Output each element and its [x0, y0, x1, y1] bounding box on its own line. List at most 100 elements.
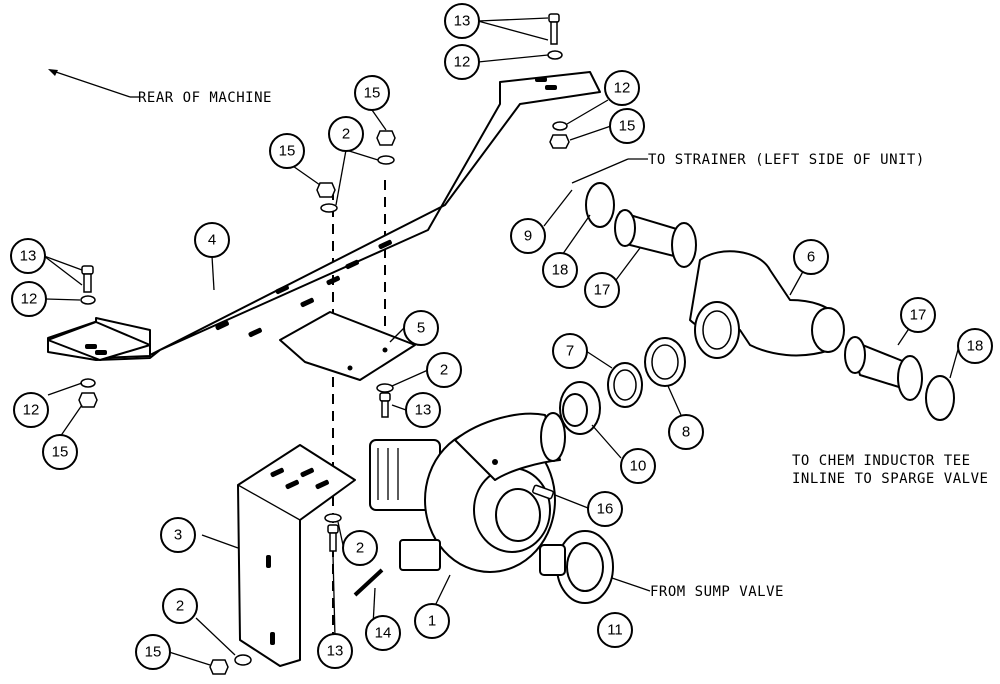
callout-12-top: 12: [444, 44, 480, 80]
callout-2-bottom: 2: [162, 588, 198, 624]
callout-leaders: [43, 17, 960, 666]
callout-label: 8: [682, 424, 690, 441]
callout-12-left: 12: [11, 281, 47, 317]
washer-part-2-left: [320, 203, 338, 213]
callout-4: 4: [194, 222, 230, 258]
callout-label: 12: [614, 80, 631, 97]
callout-label: 17: [910, 307, 927, 324]
callout-label: 17: [594, 282, 611, 299]
callout-7: 7: [552, 333, 588, 369]
callout-2-upper: 2: [328, 116, 364, 152]
callout-label: 4: [208, 232, 216, 249]
callout-label: 5: [417, 320, 425, 337]
callout-18-upper: 18: [542, 252, 578, 288]
bolt-part-13-bracket: [327, 524, 339, 552]
note-rear-of-machine: REAR OF MACHINE: [48, 69, 272, 106]
note-to-strainer: TO STRAINER (LEFT SIDE OF UNIT): [571, 152, 925, 184]
clamp-part-18-upper: [585, 182, 615, 228]
washer-part-2-bottom: [234, 654, 252, 666]
callout-2-middle: 2: [426, 352, 462, 388]
adapter-part-17-upper: [614, 209, 697, 268]
callout-15-left: 15: [269, 133, 305, 169]
callout-15-lower: 15: [42, 434, 78, 470]
callout-label: 13: [20, 248, 37, 265]
callout-15-upper: 15: [354, 75, 390, 111]
callout-18-right: 18: [957, 328, 993, 364]
callout-13-top: 13: [444, 3, 480, 39]
callout-label: 9: [524, 228, 532, 245]
washer-part-12-lower: [80, 378, 96, 388]
callout-label: 2: [440, 362, 448, 379]
bolt-part-13-left: [81, 265, 94, 293]
clamp-part-18-right: [925, 375, 955, 421]
nut-part-15-left: [316, 182, 336, 198]
note-from-sump-valve: FROM SUMP VALVE: [611, 577, 783, 600]
washer-part-2-middle: [376, 383, 394, 393]
callout-3: 3: [160, 517, 196, 553]
callout-label: 3: [174, 527, 182, 544]
callout-label: 15: [145, 644, 162, 661]
callout-label: 2: [176, 598, 184, 615]
callout-label: 15: [364, 85, 381, 102]
callout-label: 14: [375, 625, 392, 642]
callout-2-bracket: 2: [342, 530, 378, 566]
callout-label: 2: [356, 540, 364, 557]
stud-part-14: [353, 568, 384, 597]
callout-13-middle: 13: [405, 392, 441, 428]
plate-part-5: [279, 311, 416, 381]
nut-part-15-bottom: [209, 659, 229, 675]
callout-label: 13: [415, 402, 432, 419]
callout-14: 14: [365, 615, 401, 651]
pump-part-1: [369, 412, 566, 573]
washer-part-12-top: [547, 50, 563, 60]
callout-13-left: 13: [10, 238, 46, 274]
bolt-part-13-middle: [379, 392, 391, 418]
chem-inductor-label-line1: TO CHEM INDUCTOR TEE: [792, 453, 971, 469]
callout-label: 10: [630, 458, 647, 475]
to-strainer-label: TO STRAINER (LEFT SIDE OF UNIT): [648, 152, 925, 168]
callout-label: 12: [23, 402, 40, 419]
adapter-part-17-right: [844, 336, 923, 401]
nut-part-15-lower: [78, 392, 98, 408]
callout-label: 13: [327, 643, 344, 660]
fitting-part-11: [539, 530, 614, 604]
note-to-chem-inductor: TO CHEM INDUCTOR TEE INLINE TO SPARGE VA…: [792, 453, 988, 487]
callout-label: 16: [597, 501, 614, 518]
callout-label: 15: [52, 444, 69, 461]
callout-12-right: 12: [604, 70, 640, 106]
callout-label: 18: [552, 262, 569, 279]
callout-label: 18: [967, 338, 984, 355]
callout-label: 1: [428, 613, 436, 630]
callout-6: 6: [793, 239, 829, 275]
callout-9: 9: [510, 218, 546, 254]
callout-10: 10: [620, 448, 656, 484]
callout-label: 7: [566, 343, 574, 360]
screw-part-16: [532, 484, 554, 500]
chem-inductor-label-line2: INLINE TO SPARGE VALVE: [792, 471, 988, 487]
callout-16: 16: [587, 491, 623, 527]
callout-label: 13: [454, 13, 471, 30]
callout-15-bottom: 15: [135, 634, 171, 670]
callout-label: 6: [807, 249, 815, 266]
washer-part-2-upper: [377, 155, 395, 165]
nut-part-15-upper: [376, 130, 396, 146]
gasket-part-7-inner: [613, 369, 637, 401]
rear-of-machine-label: REAR OF MACHINE: [138, 90, 272, 106]
callout-1: 1: [414, 603, 450, 639]
washer-part-12-right: [552, 121, 568, 131]
mounting-bracket-part-4: [47, 71, 601, 361]
washer-part-12-left: [80, 295, 96, 305]
callout-11: 11: [597, 612, 633, 648]
callout-5: 5: [403, 310, 439, 346]
callout-label: 12: [21, 291, 38, 308]
adapter-part-10: [559, 381, 601, 435]
washer-part-2-bracket: [324, 513, 342, 523]
callout-label: 2: [342, 126, 350, 143]
clamp-part-8-inner: [651, 344, 679, 380]
callout-label: 12: [454, 54, 471, 71]
bolt-part-13-top: [548, 13, 560, 45]
nut-part-15-right: [549, 134, 570, 149]
l-bracket-part-3: [237, 444, 356, 667]
callout-13-bracket: 13: [317, 633, 353, 669]
